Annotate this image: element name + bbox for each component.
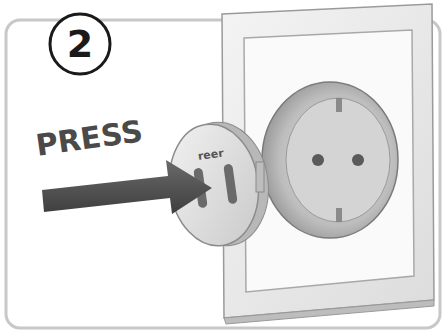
- press-arrow: [42, 160, 212, 214]
- socket-recess: [262, 82, 398, 238]
- earth-clip: [336, 208, 342, 222]
- socket-floor: [286, 98, 390, 222]
- step-circle: 2: [48, 12, 112, 76]
- socket-pin-hole: [352, 154, 364, 166]
- step-number: 2: [67, 25, 93, 63]
- socket-pin-hole: [312, 154, 324, 166]
- cover-prong: [256, 162, 264, 192]
- plate-edge: [224, 300, 434, 324]
- earth-clip: [336, 98, 342, 112]
- cover-slot: [223, 163, 237, 204]
- inner-frame: [244, 30, 414, 292]
